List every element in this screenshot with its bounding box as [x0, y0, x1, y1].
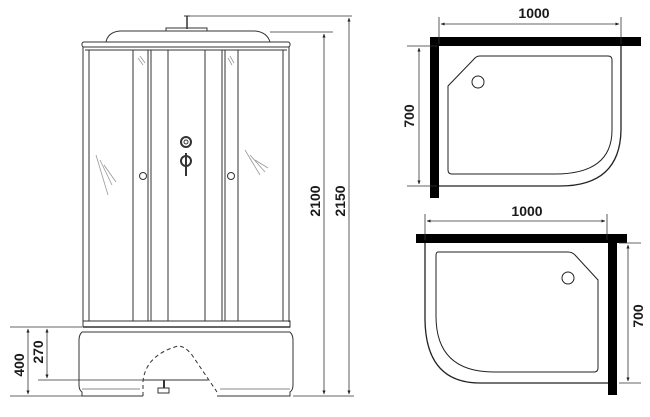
front-view — [78, 15, 294, 397]
front-dimensions — [10, 15, 354, 397]
top-rim — [81, 41, 291, 48]
plan-view-left: 1000 700 — [401, 5, 641, 198]
wall-right — [608, 234, 617, 395]
drain-icon — [471, 75, 485, 89]
label-height-2150: 2150 — [332, 185, 348, 216]
tray-inner — [447, 55, 613, 175]
label-depth: 700 — [630, 304, 646, 328]
drain-icon — [561, 271, 575, 285]
tray-inner — [435, 251, 599, 373]
plan-view-right: 1000 700 — [416, 203, 646, 395]
tray-base-left — [78, 331, 143, 397]
label-tray-270: 270 — [30, 340, 46, 364]
roof-dome — [105, 30, 271, 43]
mixer-knob-top — [180, 136, 192, 148]
label-width: 1000 — [511, 203, 542, 219]
wall-top — [416, 234, 627, 243]
door-handle-left — [139, 172, 147, 180]
wall-left — [430, 37, 439, 198]
label-depth: 700 — [401, 104, 417, 128]
door-handle-right — [227, 172, 235, 180]
tray-outline — [439, 46, 622, 187]
wall-top — [430, 37, 641, 46]
tray-outline — [424, 243, 608, 384]
glass-reflection — [95, 55, 269, 196]
label-height-2100: 2100 — [307, 185, 323, 216]
label-tray-400: 400 — [11, 353, 27, 377]
label-width: 1000 — [518, 5, 549, 21]
tray-base-right — [217, 331, 294, 397]
bottom-rail — [82, 320, 291, 328]
roof-cap — [165, 27, 208, 31]
siphon-outline — [142, 345, 218, 396]
